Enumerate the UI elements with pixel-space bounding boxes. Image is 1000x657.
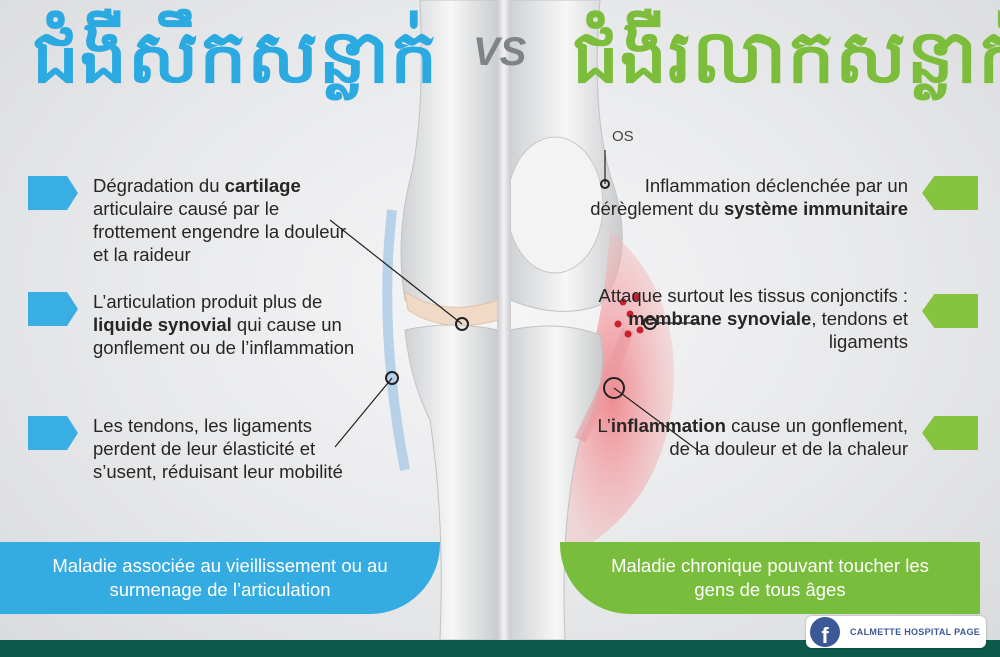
facebook-icon: f — [810, 617, 840, 647]
right-point-1: Inflammation déclenchée par un dérègleme… — [590, 175, 908, 219]
center-divider — [497, 0, 511, 657]
left-point-1: Dégradation du cartilage articulaire cau… — [93, 175, 347, 265]
bone-label: OS — [612, 128, 634, 145]
vs-label: VS — [473, 30, 527, 74]
banner-right-text: Maladie chronique pouvant toucher les ge… — [611, 555, 929, 600]
banner-left-text: Maladie associée au vieillissement ou au… — [52, 555, 388, 600]
arrow-right-2 — [922, 294, 978, 328]
ligament-right — [574, 327, 634, 443]
title-arthritis: ជំងឺរលាកសន្លាក់ — [572, 15, 1000, 98]
right-point-2: Attaque surtout les tissus conjonctifs :… — [598, 285, 908, 352]
left-point-2: L’articulation produit plus de liquide s… — [93, 291, 355, 358]
tibia-left — [404, 324, 499, 641]
arrow-left-2 — [28, 292, 78, 326]
watermark-text: CALMETTE HOSPITAL PAGE — [850, 627, 981, 637]
arrow-left-3 — [28, 416, 78, 450]
left-point-3: Les tendons, les ligaments perdent de le… — [93, 415, 343, 482]
title-osteoarthritis: ជំងឺសឹកសន្លាក់ — [32, 15, 439, 98]
arrow-right-1 — [922, 176, 978, 210]
facebook-watermark[interactable]: f CALMETTE HOSPITAL PAGE — [806, 616, 986, 648]
right-point-3: L’inflammation cause un gonflement, de l… — [597, 415, 908, 459]
arrow-right-3 — [922, 416, 978, 450]
arrow-left-1 — [28, 176, 78, 210]
inflammation-cells — [614, 293, 644, 338]
banner-arthritis: Maladie chronique pouvant toucher les ge… — [560, 542, 980, 614]
footer-bar — [0, 640, 1000, 657]
synovial-inflammation — [550, 230, 674, 560]
ligament-left — [382, 209, 410, 471]
banner-osteoarthritis: Maladie associée au vieillissement ou au… — [0, 542, 440, 614]
